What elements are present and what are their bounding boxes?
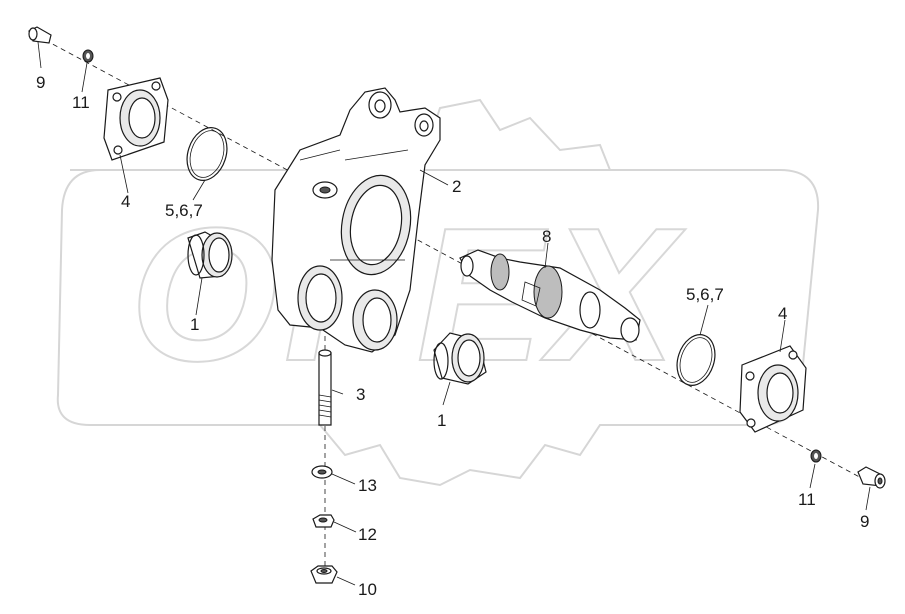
bolt-right	[857, 466, 886, 489]
hex-nut	[310, 565, 338, 584]
label-washer-left: 11	[72, 93, 90, 112]
pin	[318, 349, 332, 426]
label-lock-nut: 12	[358, 525, 377, 544]
label-shaft: 8	[542, 227, 551, 246]
shaft	[459, 249, 641, 343]
label-flat-washer: 13	[358, 476, 377, 495]
label-seal-left: 5,6,7	[165, 201, 203, 220]
flange-left	[103, 77, 169, 161]
label-bolt-right: 9	[860, 512, 869, 531]
label-flange-left: 4	[121, 192, 130, 211]
spring-washer-left	[82, 49, 94, 63]
housing-body	[271, 87, 441, 353]
label-housing: 2	[452, 177, 461, 196]
label-pin: 3	[356, 385, 365, 404]
callout-labels: 9 11 4 5,6,7 1 2 8 3 1 5,6,7 4 11 9 13 1…	[36, 73, 869, 599]
flat-washer	[311, 465, 333, 479]
label-bolt-left: 9	[36, 73, 45, 92]
lock-nut	[312, 514, 335, 528]
flange-right	[739, 345, 807, 433]
bearing-sleeve-left	[187, 231, 233, 279]
bearing-sleeve-center	[433, 332, 487, 385]
label-seal-right: 5,6,7	[686, 285, 724, 304]
label-bearing-center: 1	[437, 411, 446, 430]
label-bearing-left: 1	[190, 315, 199, 334]
bolt-left	[28, 26, 52, 44]
seal-ring-left	[186, 127, 228, 181]
label-nut: 10	[358, 580, 377, 599]
label-washer-right: 11	[798, 490, 816, 509]
assembly-axis	[44, 39, 881, 580]
spring-washer-right	[810, 449, 822, 463]
seal-ring-right	[676, 334, 716, 386]
leader-lines	[37, 41, 871, 586]
label-flange-right: 4	[778, 304, 787, 323]
